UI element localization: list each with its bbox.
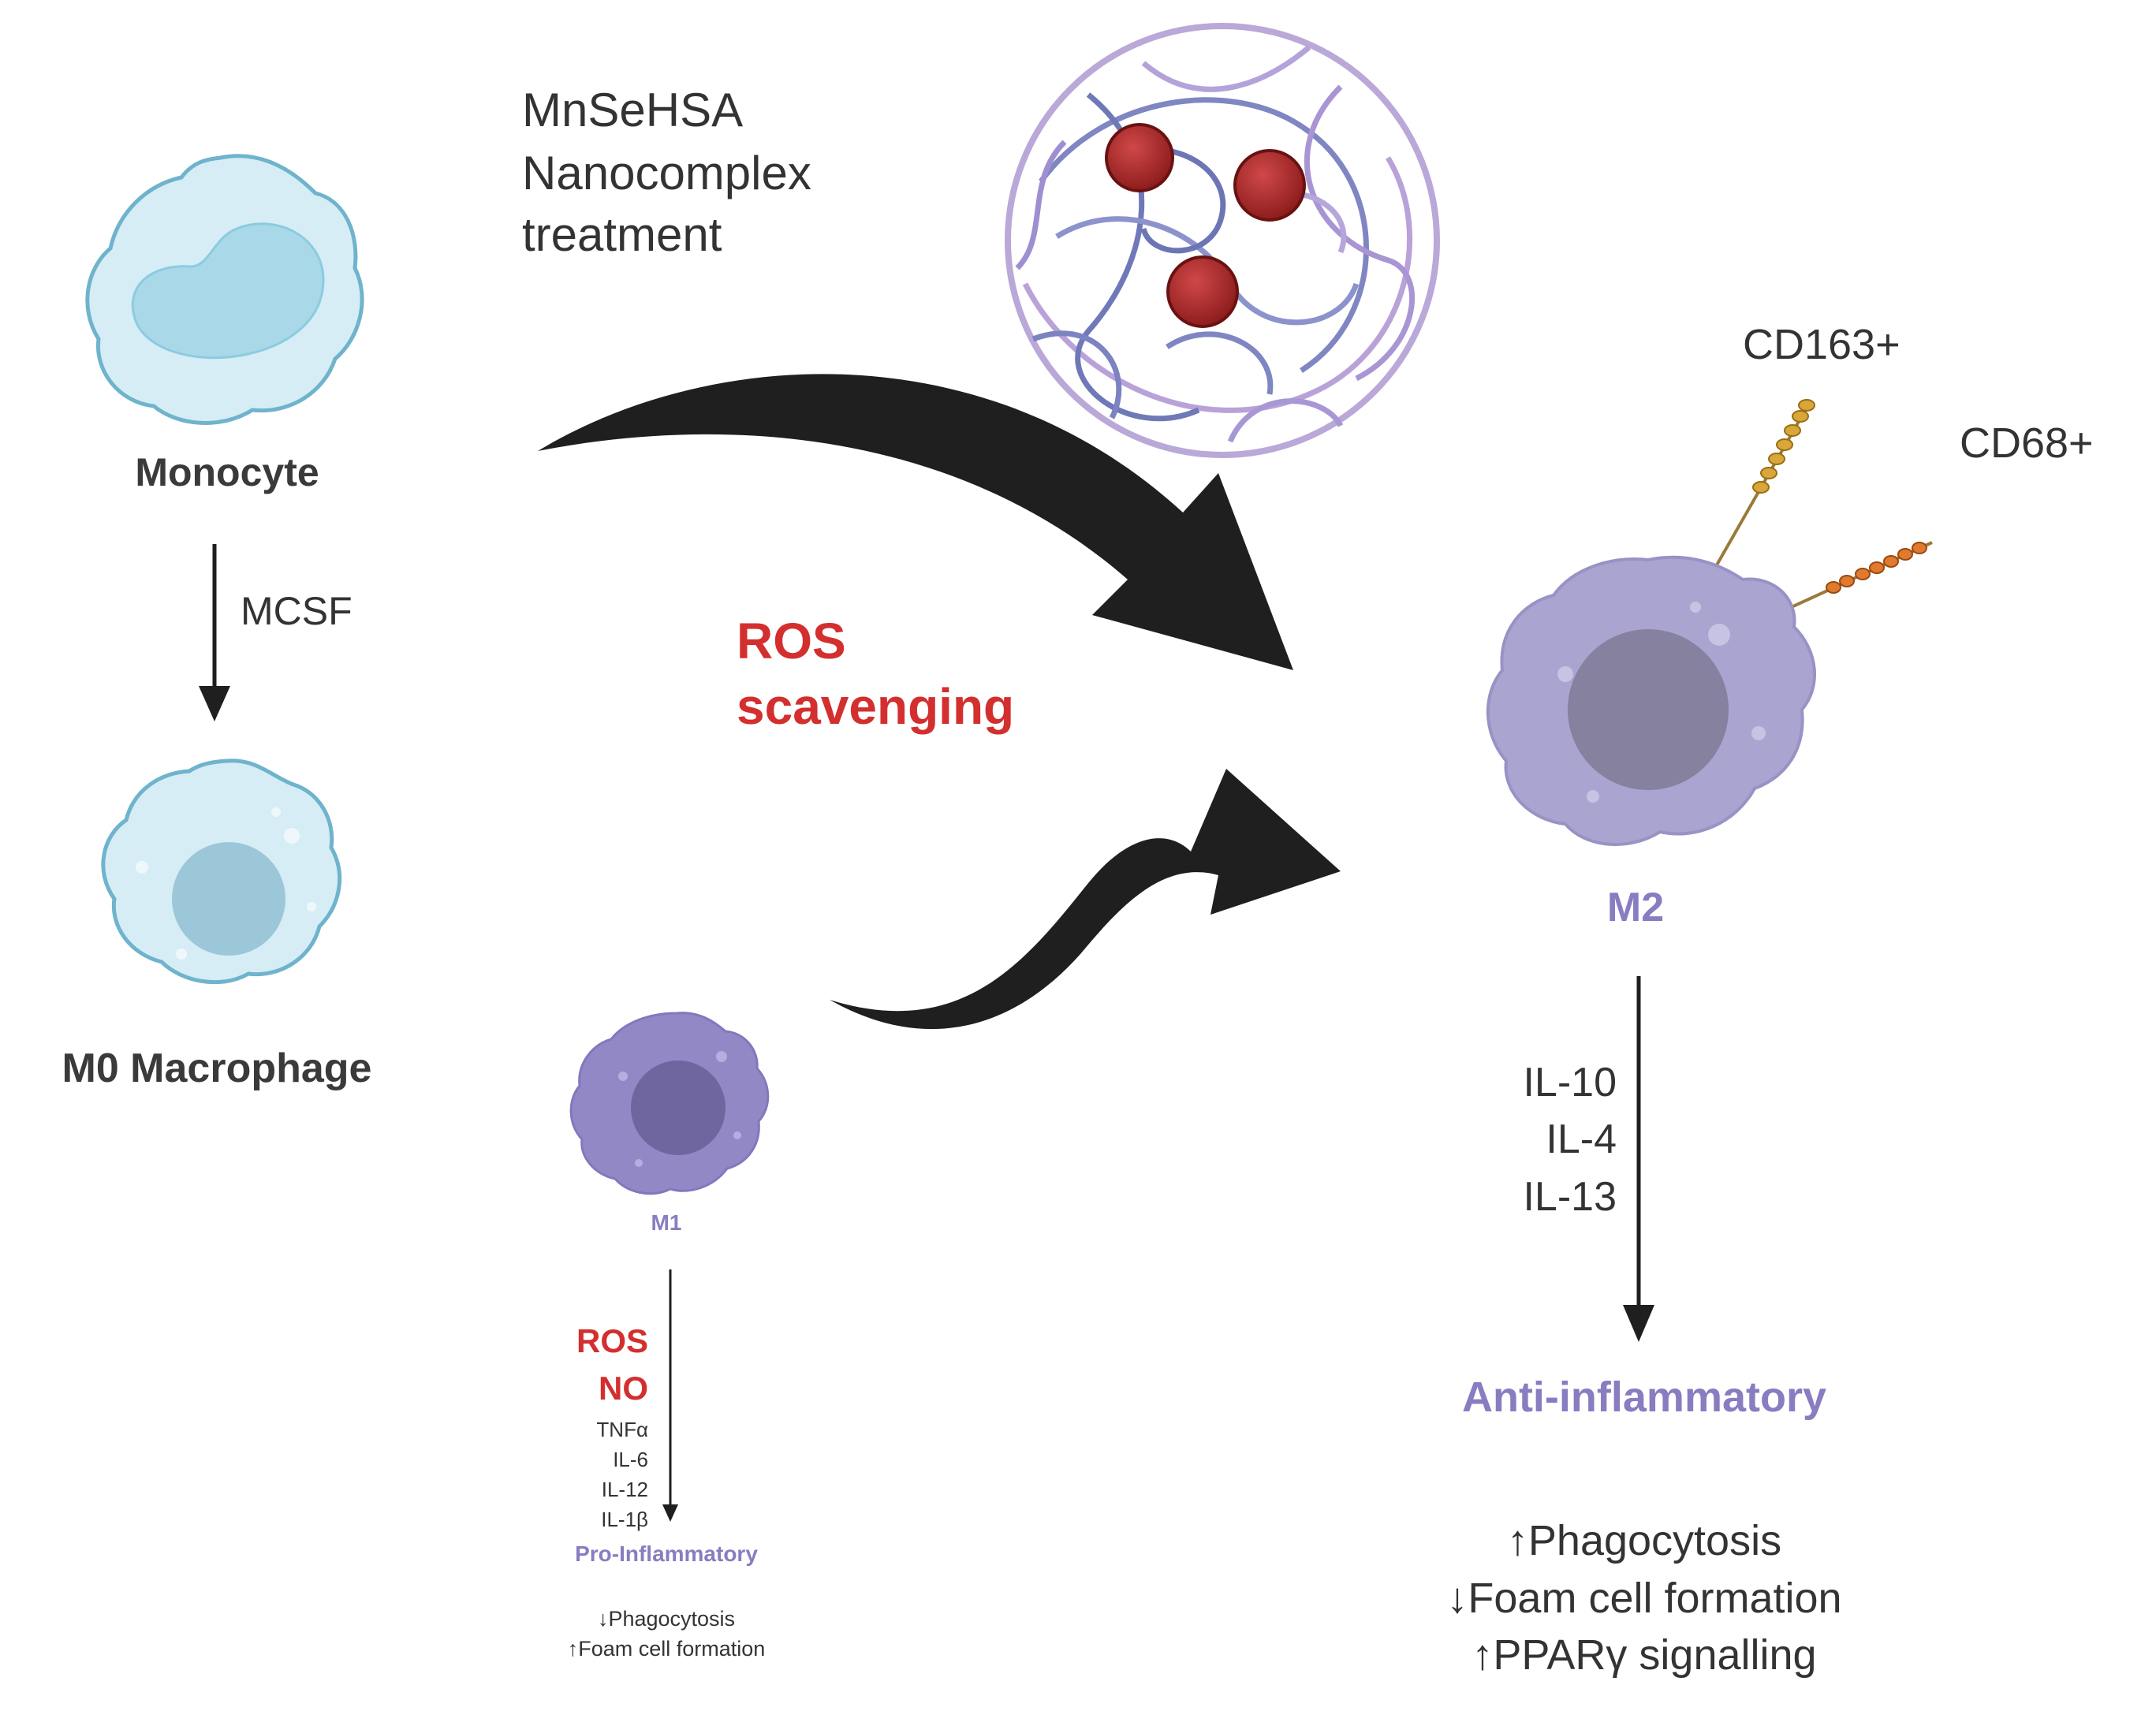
m2-label: M2 [1607,885,1664,930]
m1-effect-1: ↓Phagocytosis [598,1607,735,1631]
treatment-line-3: treatment [522,208,722,261]
m2-cytokine-3: IL-13 [1523,1174,1617,1220]
cd68-label: CD68+ [1960,419,2094,467]
monocyte-cell-icon [85,154,364,425]
m1-cytokine-4: IL-1β [601,1508,648,1531]
treatment-line-2: Nanocomplex [522,147,811,199]
m2-effect-3: ↑PPARγ signalling [1472,1631,1816,1679]
mcsf-label: MCSF [241,589,352,633]
m1-macrophage-icon [569,1012,770,1195]
m1-cytokine-2: IL-6 [613,1448,648,1471]
pro-inflammatory-label: Pro-Inflammatory [575,1541,758,1566]
anti-inflammatory-label: Anti-inflammatory [1462,1374,1826,1421]
ros-scavenging-line-1: ROS [737,613,846,669]
m2-cytokine-2: IL-4 [1546,1116,1617,1162]
m2-cytokine-arrow [1623,976,1654,1342]
m2-effect-1: ↑Phagocytosis [1507,1517,1781,1564]
ros-scavenging-arrow [538,374,1293,670]
nanocomplex-icon [1005,23,1440,458]
m0-macrophage-icon [101,759,342,985]
m1-label: M1 [651,1210,682,1235]
m2-effect-2: ↓Foam cell formation [1446,1575,1841,1622]
m0-label: M0 Macrophage [62,1046,372,1091]
m1-red-1: ROS [576,1322,648,1359]
mcsf-arrow [199,544,230,721]
cd163-label: CD163+ [1743,321,1900,368]
m1-cytokine-arrow [662,1269,678,1522]
m1-red-2: NO [599,1370,648,1407]
m2-cytokine-1: IL-10 [1523,1060,1617,1105]
m1-cytokine-1: TNFα [596,1418,648,1441]
m2-macrophage-icon [1486,555,1816,846]
m1-cytokine-3: IL-12 [602,1478,648,1501]
receptor-icon [1714,399,1933,617]
m1-to-m2-arrow [830,769,1341,1030]
monocyte-label: Monocyte [135,450,319,494]
ros-scavenging-line-2: scavenging [737,678,1014,735]
treatment-line-1: MnSeHSA [522,84,743,136]
m1-effect-2: ↑Foam cell formation [568,1637,766,1661]
